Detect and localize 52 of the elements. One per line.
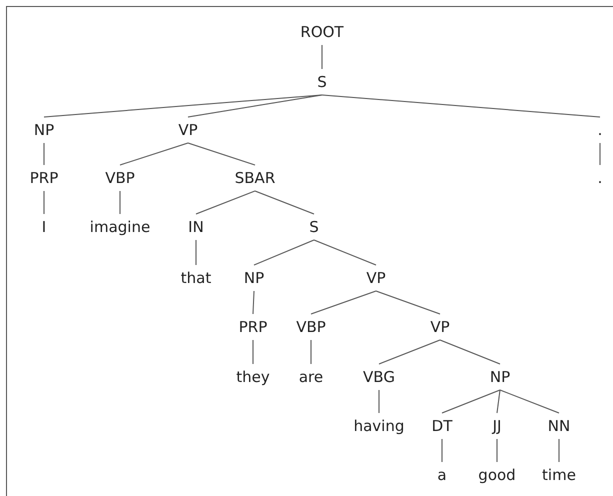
tree-branch: [378, 340, 440, 364]
tree-node-label: good: [476, 462, 518, 488]
tree-node-label: VP: [176, 117, 200, 143]
tree-node-label: are: [296, 364, 326, 390]
tree-node-label: I: [40, 214, 48, 240]
tree-branch: [440, 340, 500, 364]
tree-node-label: .: [596, 165, 604, 191]
tree-branch: [322, 94, 600, 118]
tree-node-label: PRP: [236, 314, 270, 340]
tree-node-label: NP: [242, 265, 266, 291]
tree-node-label: VBG: [361, 364, 397, 390]
tree-node-label: S: [315, 69, 329, 95]
tree-node-label: they: [234, 364, 272, 390]
tree-node-label: JJ: [490, 413, 504, 439]
tree-branch: [558, 438, 560, 462]
tree-node-label: IN: [186, 214, 206, 240]
tree-branch: [252, 340, 254, 364]
tree-branch: [314, 240, 376, 266]
tree-branch: [254, 240, 314, 266]
tree-node-label: ROOT: [298, 19, 346, 45]
tree-branch: [496, 390, 500, 414]
tree-branch: [310, 340, 312, 364]
tree-node-label: VP: [428, 314, 452, 340]
tree-branch: [310, 290, 376, 314]
tree-node-label: VP: [364, 265, 388, 291]
tree-node-label: .: [596, 117, 604, 143]
tree-branch: [120, 142, 188, 166]
tree-node-label: DT: [430, 413, 454, 439]
tree-branch: [376, 290, 440, 314]
tree-node-label: PRP: [28, 165, 60, 191]
tree-node-label: VBP: [294, 314, 328, 340]
tree-node-label: that: [178, 265, 214, 291]
tree-branch: [188, 94, 322, 118]
tree-branch: [44, 94, 322, 118]
tree-node-label: SBAR: [232, 165, 278, 191]
tree-node-label: a: [435, 462, 449, 488]
tree-node-label: time: [540, 462, 578, 488]
tree-branch: [442, 390, 500, 414]
tree-node-label: having: [352, 413, 406, 439]
tree-branch: [252, 290, 254, 314]
tree-node-label: NP: [488, 364, 512, 390]
tree-branch: [254, 190, 314, 214]
tree-node-label: VBP: [103, 165, 137, 191]
tree-branch: [496, 438, 498, 462]
tree-node-label: imagine: [88, 214, 152, 240]
tree-node-label: NP: [32, 117, 56, 143]
tree-branch: [196, 190, 256, 214]
tree-node-label: NN: [546, 413, 572, 439]
tree-branch: [500, 390, 560, 414]
tree-branch: [378, 390, 380, 414]
tree-node-label: S: [307, 214, 321, 240]
tree-branch: [188, 142, 256, 166]
